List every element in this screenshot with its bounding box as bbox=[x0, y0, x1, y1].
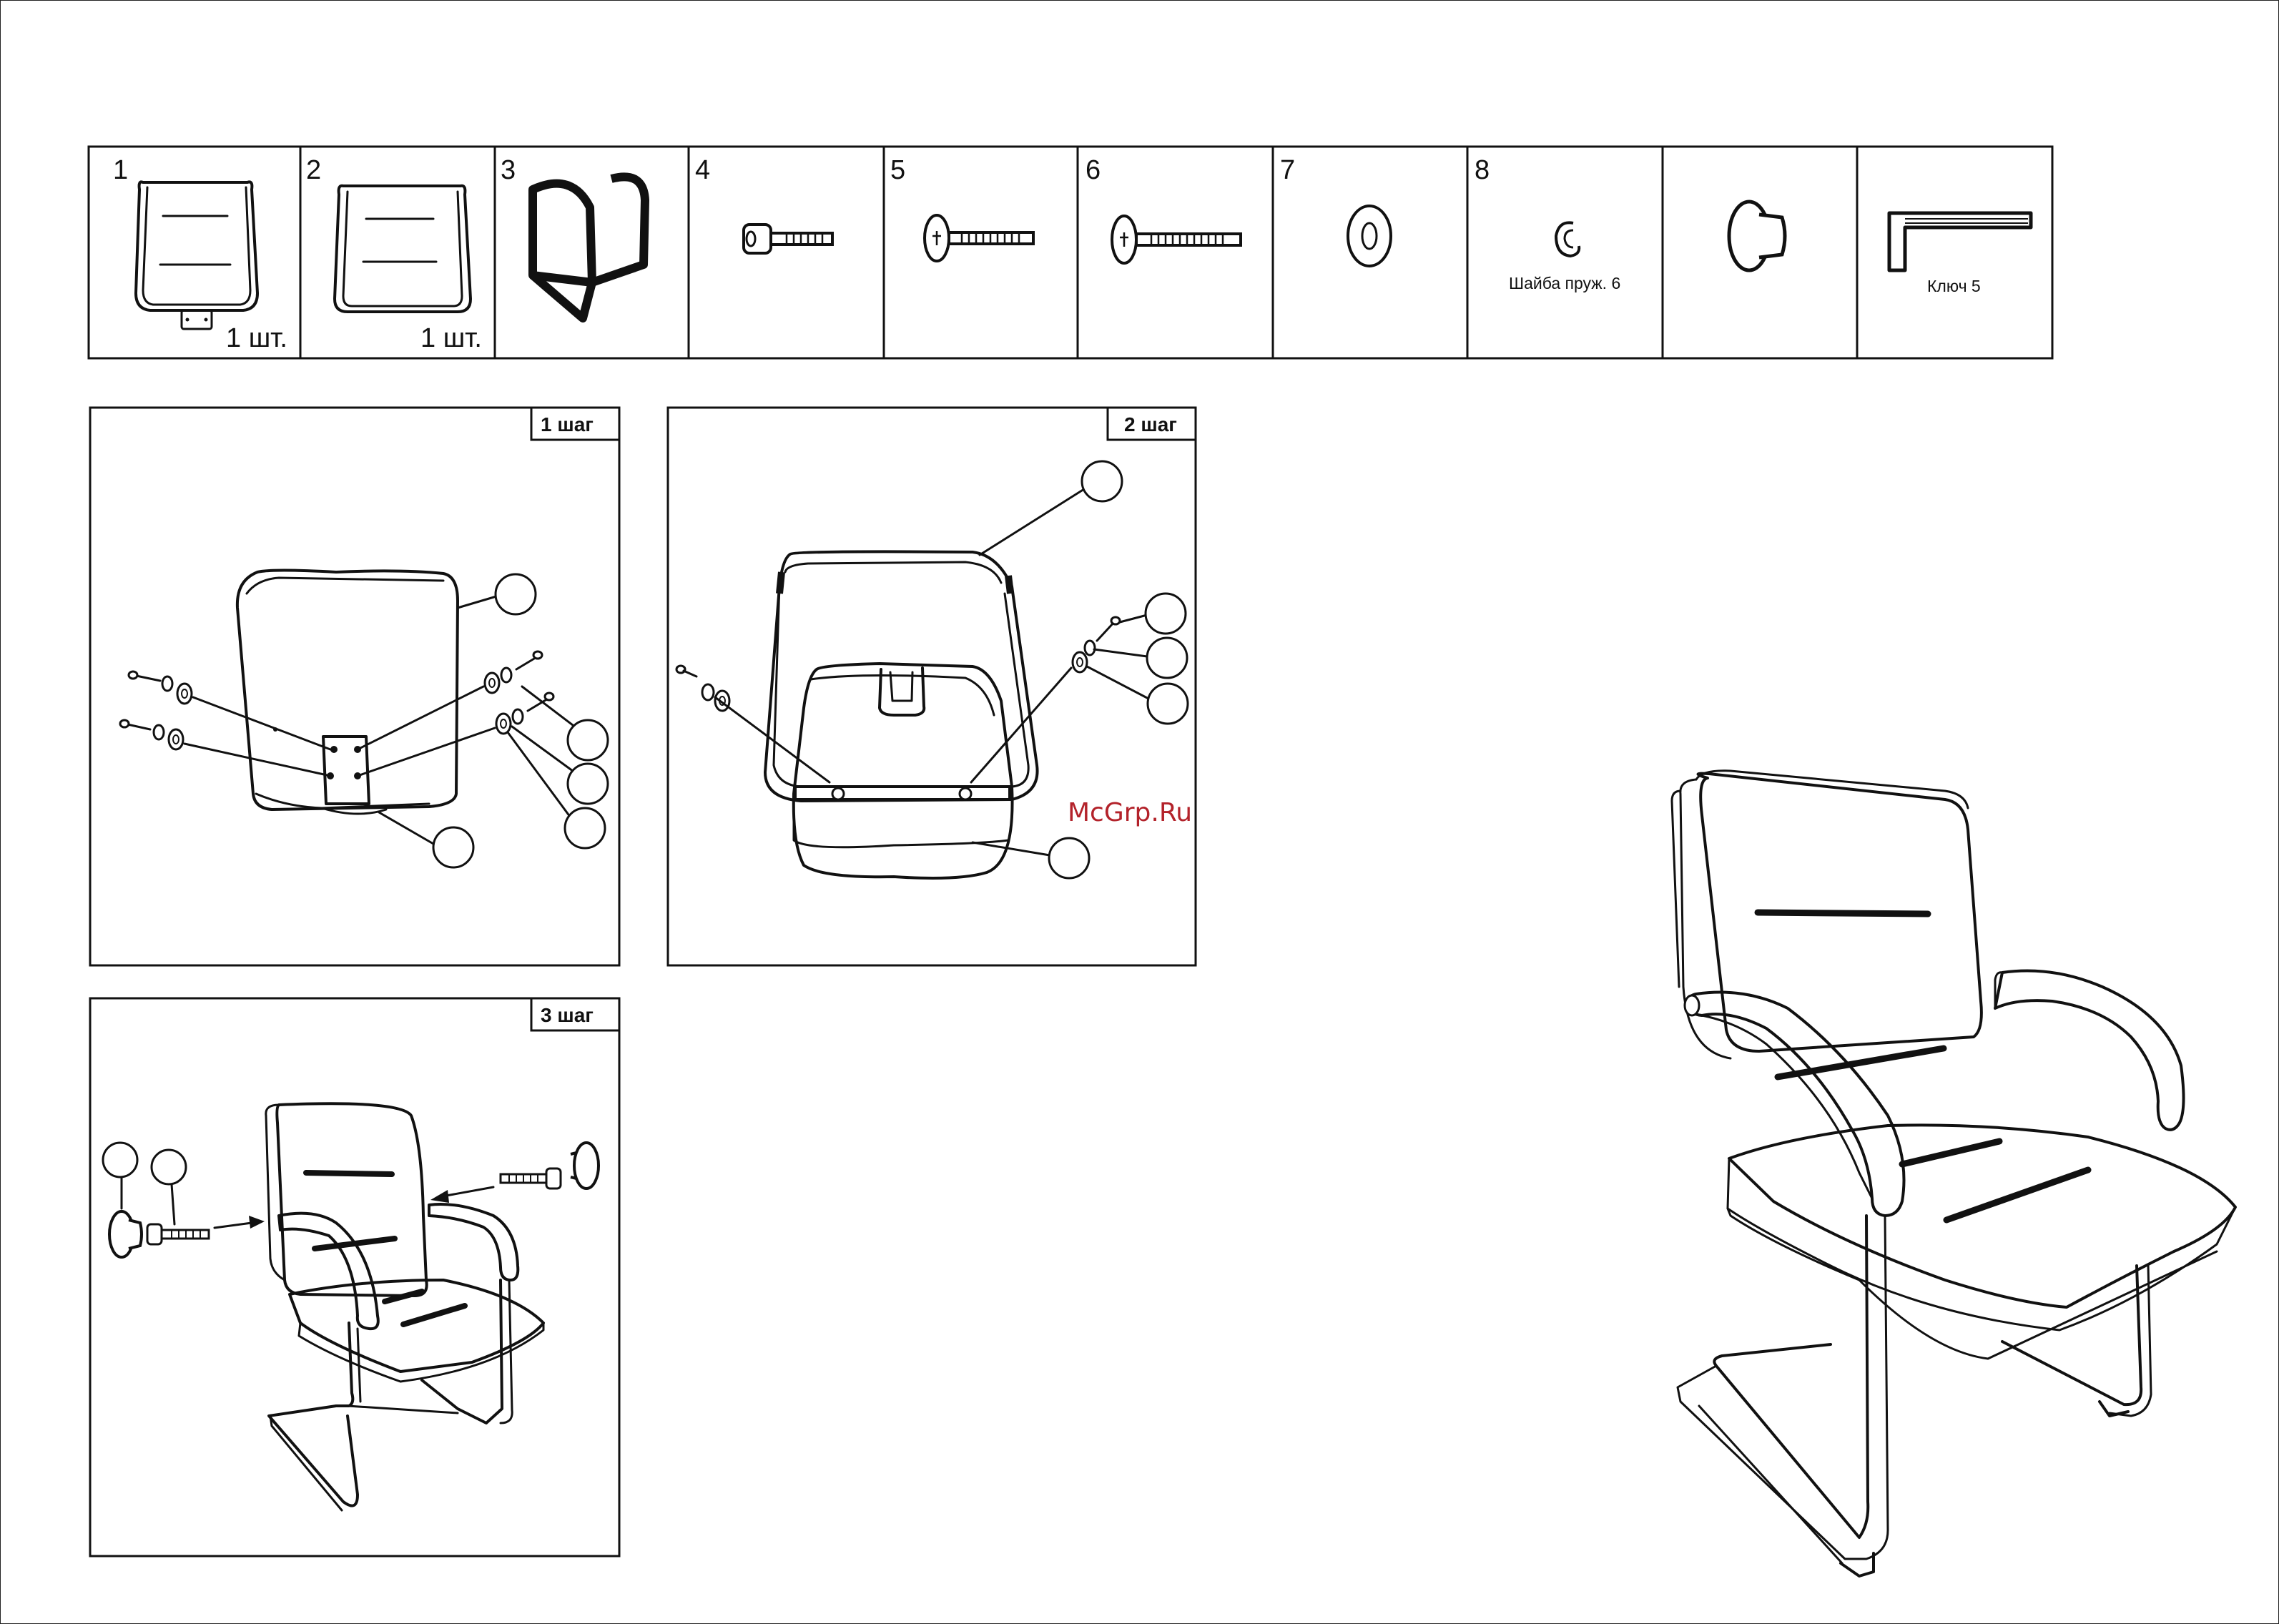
backrest-cushion-icon bbox=[136, 182, 257, 329]
part-number-2: 2 bbox=[306, 155, 321, 185]
step-3-panel: 3 шаг bbox=[90, 998, 619, 1556]
spring-washer-icon bbox=[1556, 222, 1579, 256]
step-3-label: 3 шаг bbox=[541, 1004, 594, 1026]
allen-key-caption: Ключ 5 bbox=[1927, 277, 1981, 295]
phillips-screw-icon bbox=[925, 215, 1033, 261]
flat-washer-icon bbox=[1348, 206, 1391, 266]
watermark: McGrp.Ru bbox=[1068, 798, 1192, 827]
part-number-8: 8 bbox=[1475, 155, 1490, 185]
spring-washer-caption: Шайба пруж. 6 bbox=[1509, 274, 1620, 292]
part-number-5: 5 bbox=[890, 155, 905, 185]
part-number-7: 7 bbox=[1280, 155, 1295, 185]
part-number-4: 4 bbox=[695, 155, 710, 185]
part-number-1: 1 bbox=[113, 155, 128, 185]
parts-table: 1 1 шт. 2 1 шт. 3 4 bbox=[89, 147, 2052, 358]
step-1-panel: 1 шаг bbox=[90, 408, 619, 965]
seat-cushion-icon bbox=[335, 186, 471, 312]
sled-frame-icon bbox=[533, 177, 645, 318]
hex-bolt-icon bbox=[744, 225, 832, 253]
step-2-panel: 2 шаг bbox=[668, 408, 1196, 965]
part-number-3: 3 bbox=[501, 155, 516, 185]
assembled-chair-illustration bbox=[1672, 771, 2235, 1576]
step-2-label: 2 шаг bbox=[1124, 413, 1177, 435]
part-qty-2: 1 шт. bbox=[420, 323, 482, 353]
step-1-label: 1 шаг bbox=[541, 413, 594, 435]
plug-cap-icon bbox=[1729, 202, 1785, 270]
long-phillips-screw-icon bbox=[1112, 216, 1241, 263]
part-number-6: 6 bbox=[1086, 155, 1101, 185]
part-qty-1: 1 шт. bbox=[226, 323, 287, 353]
allen-key-icon bbox=[1889, 213, 2031, 270]
